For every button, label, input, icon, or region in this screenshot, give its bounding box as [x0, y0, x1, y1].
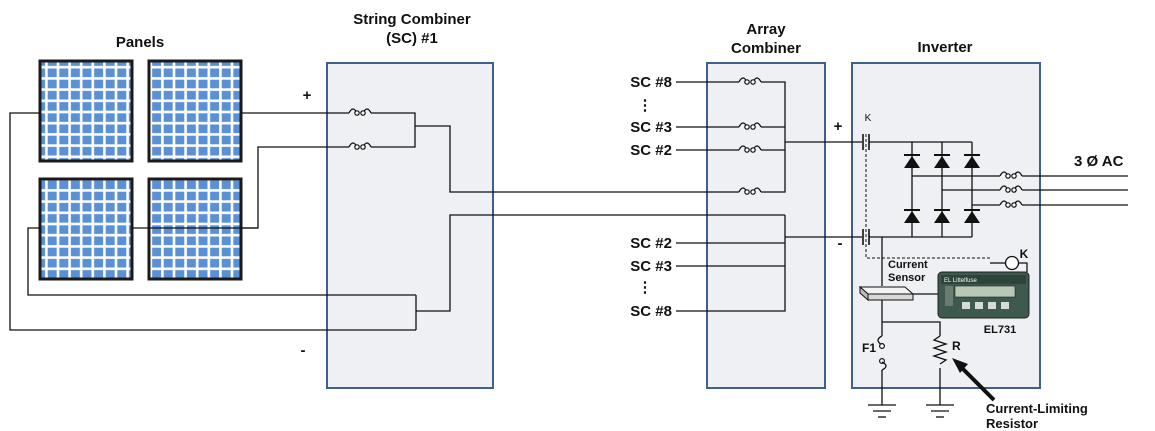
solar-panel-4: [147, 177, 243, 281]
ground-symbol-1: [868, 404, 896, 418]
fuse-f1: [877, 335, 887, 371]
solar-panel-3: [38, 177, 134, 281]
current-limiting-label-line2: Resistor: [986, 416, 1038, 431]
positive-ellipsis: ⋮: [638, 97, 653, 114]
current-sensor-label-line2: Sensor: [888, 272, 926, 284]
ground-wiring: [881, 300, 941, 405]
ground-symbol-2: [926, 404, 954, 418]
string-positive-sign: +: [303, 87, 312, 104]
array-combiner-title-line2: Combiner: [731, 40, 801, 57]
string-combiner-internal-wiring: [371, 112, 785, 330]
negative-ellipsis: ⋮: [638, 279, 653, 296]
panel-wiring: [9, 112, 416, 331]
inverter-title: Inverter: [917, 39, 972, 56]
current-sensor: [858, 285, 915, 302]
ac-output-label: 3 Ø AC: [1074, 153, 1124, 170]
relay-coil: [1004, 255, 1020, 271]
sc8-negative-label: SC #8: [630, 303, 672, 320]
array-positive-sign: +: [834, 118, 843, 135]
relay-control-dashed-line: [865, 134, 990, 259]
string-negative-sign: -: [301, 342, 306, 359]
array-negative-wiring: [676, 215, 862, 312]
resistor-r-label: R: [952, 339, 961, 353]
sc2-positive-label: SC #2: [630, 142, 672, 159]
string-combiner-title-line1: String Combiner: [353, 11, 471, 28]
array-negative-sign: -: [838, 235, 843, 252]
relay-k-label: K: [1020, 247, 1029, 261]
sc8-positive-label: SC #8: [630, 74, 672, 91]
ac-output-lines: [1022, 175, 1128, 206]
sc3-positive-label: SC #3: [630, 119, 672, 136]
resistor-r: [931, 335, 949, 365]
current-limiting-arrow: [952, 358, 996, 402]
solar-panel-2: [147, 59, 243, 163]
string-combiner-box: [326, 62, 494, 389]
rectifier-bridge: [869, 141, 1000, 238]
array-combiner-title-line1: Array: [746, 21, 786, 38]
fuse-f1-label: F1: [862, 341, 876, 355]
sc3-negative-label: SC #3: [630, 258, 672, 275]
el731-relay-device: [937, 271, 1030, 319]
contactor-k-label: K: [865, 113, 872, 124]
string-combiner-title-line2: (SC) #1: [386, 30, 438, 47]
array-positive-wiring: [676, 81, 862, 193]
current-limiting-label-line1: Current-Limiting: [986, 401, 1088, 416]
array-combiner-box: [706, 62, 826, 389]
current-sensor-label-line1: Current: [888, 259, 928, 271]
el731-label: EL731: [984, 324, 1016, 336]
device-brand-text: EL Littelfuse: [944, 278, 977, 284]
solar-panel-1: [38, 59, 134, 163]
sc2-negative-label: SC #2: [630, 235, 672, 252]
inverter-box: [851, 62, 1041, 389]
panels-label: Panels: [116, 34, 164, 51]
